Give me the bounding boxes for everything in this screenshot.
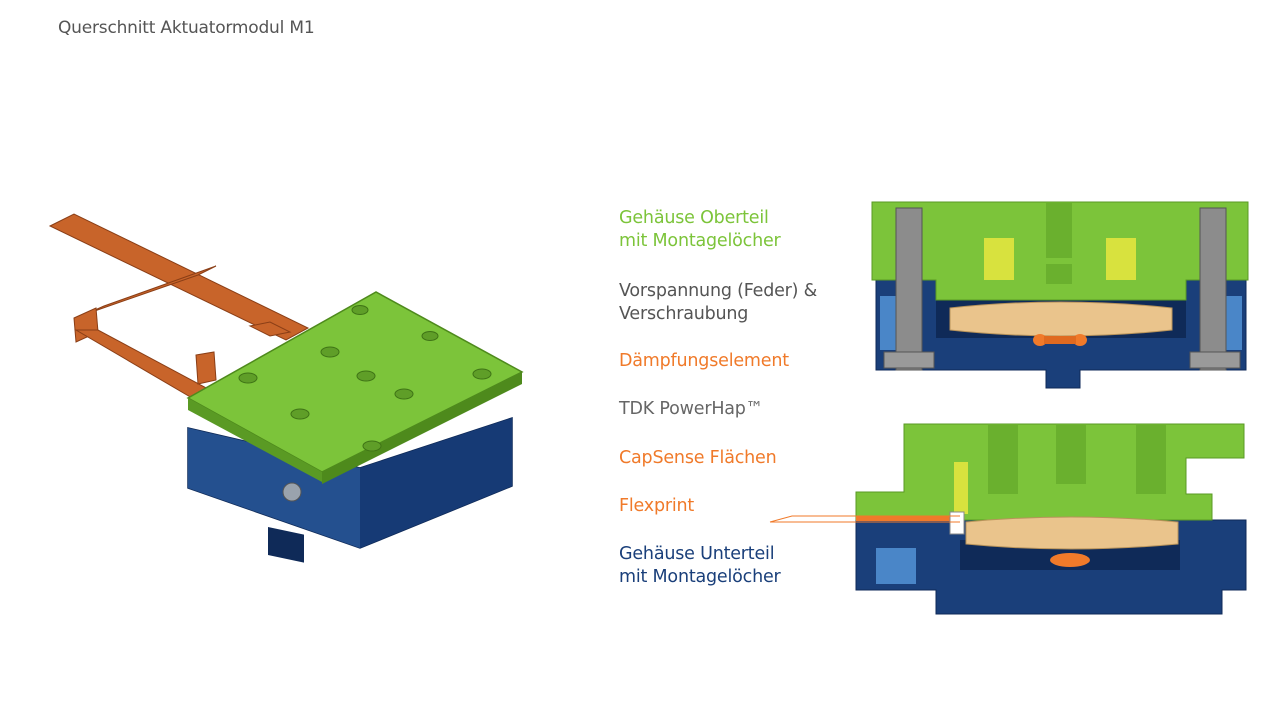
cross-section-bottom xyxy=(855,423,1247,615)
label-gehaeuse-oberteil: Gehäuse Oberteil mit Montagelöcher xyxy=(619,207,781,253)
label-flexprint: Flexprint xyxy=(619,495,694,518)
label-line: Flexprint xyxy=(619,496,695,516)
cross-section-top xyxy=(871,201,1249,389)
label-line: mit Montagelöcher xyxy=(619,567,781,587)
label-line: Dämpfungselement xyxy=(619,351,789,371)
module-3d-view xyxy=(48,213,524,563)
flexprint-leader-line xyxy=(769,515,960,523)
label-line: TDK PowerHap™ xyxy=(619,399,764,419)
label-line: Verschraubung xyxy=(619,304,749,324)
label-line: Gehäuse Unterteil xyxy=(619,544,775,564)
label-powerhap: TDK PowerHap™ xyxy=(619,398,763,421)
flexprint-strip xyxy=(48,213,310,399)
label-line: Vorspannung (Feder) & xyxy=(619,281,818,301)
label-line: mit Montagelöcher xyxy=(619,231,781,251)
page-title: Querschnitt Aktuatormodul M1 xyxy=(58,18,315,38)
label-daempfungselement: Dämpfungselement xyxy=(619,350,789,373)
label-line: CapSense Flächen xyxy=(619,448,777,468)
label-capsense: CapSense Flächen xyxy=(619,447,777,470)
label-line: Gehäuse Oberteil xyxy=(619,208,769,228)
housing-upper-3d xyxy=(186,291,524,484)
label-vorspannung: Vorspannung (Feder) & Verschraubung xyxy=(619,280,817,326)
label-gehaeuse-unterteil: Gehäuse Unterteil mit Montagelöcher xyxy=(619,543,781,589)
